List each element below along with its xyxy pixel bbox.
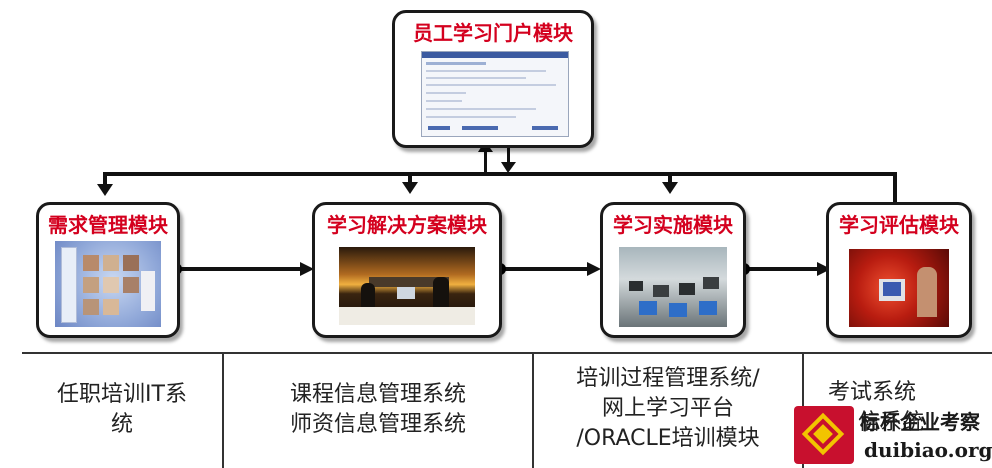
needs-photo-image bbox=[55, 241, 161, 327]
implement-module-title: 学习实施模块 bbox=[613, 213, 733, 237]
implement-module: 学习实施模块 bbox=[600, 202, 746, 338]
system-col2-line1: 课程信息管理系统 bbox=[289, 382, 466, 407]
arrow-right-implement bbox=[587, 262, 601, 276]
flow-line-1 bbox=[176, 267, 302, 271]
table-top-rule bbox=[22, 352, 992, 354]
solution-module-title: 学习解决方案模块 bbox=[327, 213, 487, 237]
system-col3-line1: 培训过程管理系统/ bbox=[576, 366, 760, 391]
solution-meeting-photo bbox=[339, 247, 475, 325]
system-col1-line1: 任职培训IT系 bbox=[57, 382, 187, 407]
system-col4-line2: 信系统 bbox=[858, 410, 925, 435]
system-col4: 考试系统 信系统 bbox=[806, 378, 966, 438]
portal-up-line bbox=[484, 150, 487, 176]
portal-module: 员工学习门户模块 bbox=[392, 10, 594, 148]
flow-line-3 bbox=[744, 267, 819, 271]
branch-solution-line bbox=[408, 172, 412, 184]
evaluate-photo-image bbox=[849, 249, 949, 327]
portal-down-line bbox=[507, 146, 510, 168]
branch-implement-line bbox=[668, 172, 672, 184]
table-sep-1 bbox=[222, 354, 224, 468]
trunk-right-tip bbox=[893, 172, 897, 202]
trunk-left-tip bbox=[103, 172, 107, 186]
watermark: 标杆企业考察 duibiao.org bbox=[794, 404, 992, 468]
watermark-url: duibiao.org bbox=[864, 438, 992, 462]
portal-screenshot-image bbox=[421, 51, 569, 137]
watermark-logo-icon bbox=[794, 406, 854, 464]
system-col3: 培训过程管理系统/ 网上学习平台 /ORACLE培训模块 bbox=[534, 364, 802, 454]
evaluate-module-title: 学习评估模块 bbox=[839, 213, 959, 237]
needs-module: 需求管理模块 bbox=[36, 202, 180, 338]
portal-module-title: 员工学习门户模块 bbox=[413, 21, 573, 45]
system-col3-line2: 网上学习平台 bbox=[601, 396, 734, 421]
flow-line-2 bbox=[500, 267, 589, 271]
needs-module-title: 需求管理模块 bbox=[48, 213, 168, 237]
solution-module: 学习解决方案模块 bbox=[312, 202, 502, 338]
system-col4-line1: 考试系统 bbox=[828, 380, 917, 405]
trunk-horizontal-line bbox=[103, 172, 897, 176]
table-sep-2 bbox=[532, 354, 534, 468]
system-col2: 课程信息管理系统 师资信息管理系统 bbox=[224, 380, 532, 440]
system-col1: 任职培训IT系 统 bbox=[22, 380, 222, 440]
evaluate-module: 学习评估模块 bbox=[826, 202, 972, 338]
system-col3-line3: /ORACLE培训模块 bbox=[576, 426, 760, 451]
system-col2-line2: 师资信息管理系统 bbox=[289, 412, 466, 437]
system-col1-line2: 统 bbox=[110, 412, 133, 437]
watermark-name: 标杆企业考察 bbox=[860, 410, 980, 434]
implement-classroom-photo bbox=[619, 247, 727, 327]
